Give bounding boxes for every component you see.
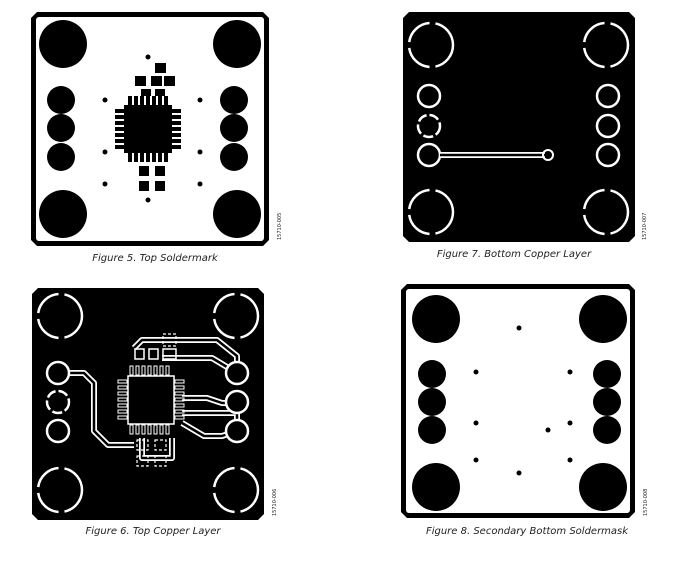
figure-7-panel — [403, 12, 635, 242]
figure-6-caption: Figure 6. Top Copper Layer — [85, 526, 221, 537]
figure-6-panel — [32, 288, 264, 520]
bottom-copper-board — [403, 12, 635, 242]
corner-ring-pad — [582, 188, 630, 236]
corner-pad — [39, 20, 87, 68]
top-soldermask-board — [31, 12, 269, 246]
corner-pad — [213, 190, 261, 238]
secondary-bottom-soldermask-board — [401, 284, 635, 518]
corner-pad — [39, 190, 87, 238]
top-copper-board — [32, 288, 264, 520]
figure-7-caption: Figure 7. Bottom Copper Layer — [436, 249, 592, 260]
figure-6-code: 15710-006 — [272, 488, 278, 516]
corner-ring-pad — [407, 188, 455, 236]
qfn-ic-pad — [124, 105, 172, 153]
corner-pad — [213, 20, 261, 68]
figure-5-caption: Figure 5. Top Soldermark — [92, 253, 218, 264]
corner-ring-pad — [407, 21, 455, 69]
figure-8-panel — [401, 284, 635, 518]
figure-5-panel — [31, 12, 269, 246]
figure-8-caption: Figure 8. Secondary Bottom Soldermask — [425, 526, 629, 537]
figure-5-code: 15710-005 — [277, 212, 283, 240]
figure-8-code: 15710-008 — [643, 488, 649, 516]
corner-ring-pad — [582, 21, 630, 69]
figure-7-code: 15710-007 — [642, 212, 648, 240]
